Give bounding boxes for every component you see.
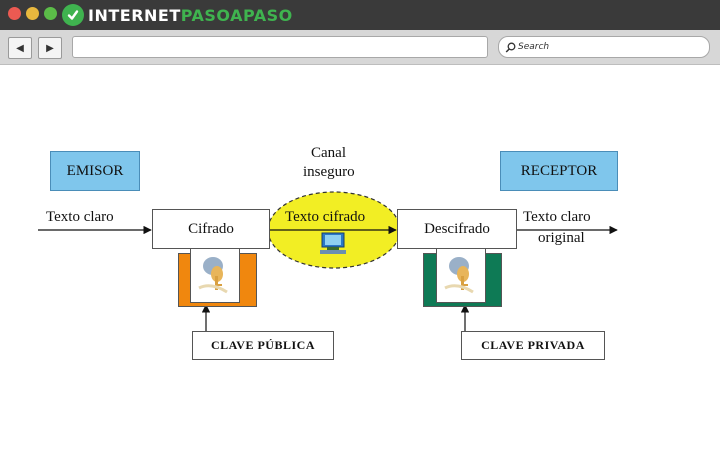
- receptor-label: RECEPTOR: [520, 162, 598, 179]
- browser-toolbar: ◀ ▶ Search: [0, 30, 720, 65]
- clave-privada-label: CLAVE PRIVADA: [481, 338, 585, 352]
- cifrado-label: Cifrado: [188, 221, 234, 237]
- search-icon: [505, 42, 516, 53]
- clave-publica-label: CLAVE PÚBLICA: [211, 338, 315, 352]
- browser-titlebar: INTERNETPASOAPASO: [0, 0, 720, 30]
- descifrado-box: Descifrado: [397, 209, 517, 249]
- search-input[interactable]: Search: [498, 36, 710, 58]
- site-logo: INTERNETPASOAPASO: [62, 3, 293, 27]
- address-bar[interactable]: [72, 36, 488, 58]
- public-key-card: [190, 243, 240, 303]
- computer-icon: [320, 232, 346, 254]
- clave-publica-box: CLAVE PÚBLICA: [192, 331, 334, 360]
- canal-label-line1: Canal: [311, 145, 346, 161]
- key-hand-icon: [444, 257, 474, 294]
- texto-claro-output-line2: original: [538, 230, 585, 246]
- cifrado-box: Cifrado: [152, 209, 270, 249]
- receptor-box: RECEPTOR: [500, 151, 618, 191]
- brand-name-accent: PASOAPASO: [180, 5, 293, 25]
- maximize-window-button[interactable]: [44, 7, 57, 20]
- brand-logo-icon: [62, 4, 84, 26]
- emisor-label: EMISOR: [66, 162, 124, 179]
- search-placeholder: Search: [518, 42, 550, 52]
- minimize-window-button[interactable]: [26, 7, 39, 20]
- brand-name-main: INTERNET: [88, 5, 181, 25]
- texto-cifrado-label: Texto cifrado: [285, 209, 366, 225]
- emisor-box: EMISOR: [50, 151, 140, 191]
- canal-label-line2: inseguro: [303, 164, 355, 180]
- texto-claro-output-line1: Texto claro: [523, 209, 591, 225]
- descifrado-label: Descifrado: [424, 221, 490, 237]
- close-window-button[interactable]: [8, 7, 21, 20]
- private-key-card: [436, 243, 486, 303]
- key-hand-icon: [198, 257, 228, 294]
- back-button[interactable]: ◀: [8, 37, 32, 59]
- clave-privada-box: CLAVE PRIVADA: [461, 331, 605, 360]
- back-arrow-icon: ◀: [16, 42, 24, 54]
- brand-name: INTERNETPASOAPASO: [88, 6, 293, 25]
- texto-claro-input-label: Texto claro: [46, 209, 114, 225]
- page-content: EMISOR RECEPTOR Canal inseguro Texto cla…: [0, 65, 720, 450]
- diagram-connectors: [38, 191, 618, 331]
- forward-arrow-icon: ▶: [46, 42, 54, 54]
- forward-button[interactable]: ▶: [38, 37, 62, 59]
